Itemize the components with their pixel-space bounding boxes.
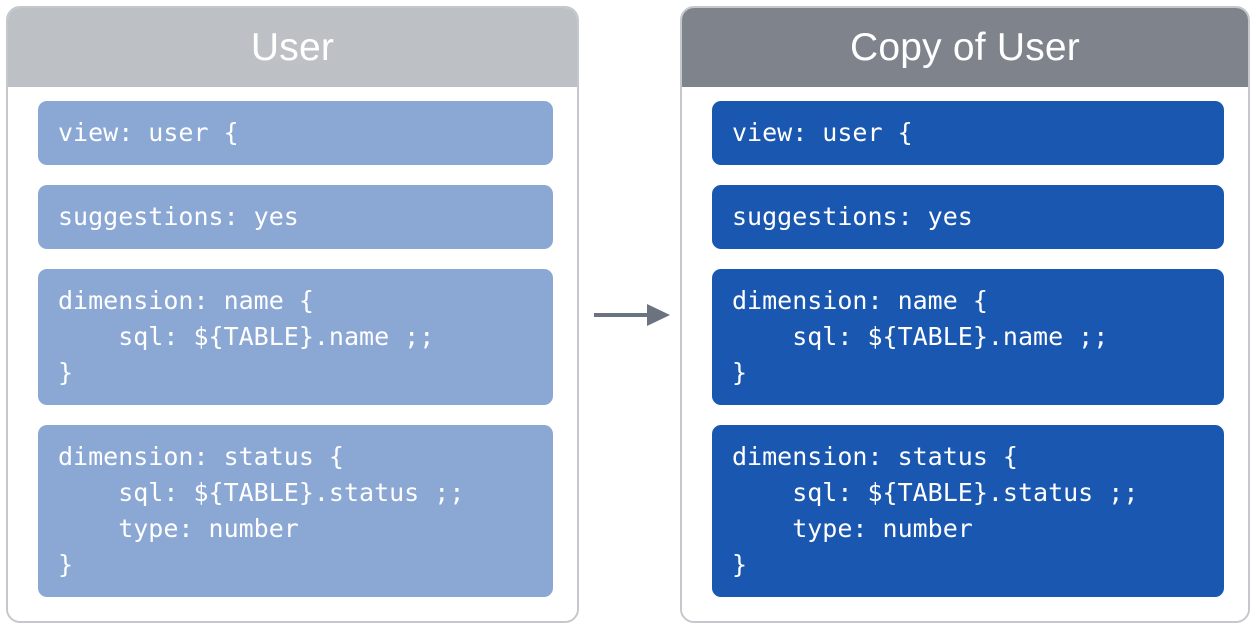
panel-source-body: view: user { suggestions: yes dimension:…	[8, 87, 577, 621]
panel-source-title: User	[250, 26, 335, 69]
code-block-dimension-status: dimension: status { sql: ${TABLE}.status…	[38, 425, 553, 597]
code-block-dimension-name: dimension: name { sql: ${TABLE}.name ;; …	[38, 269, 553, 405]
panel-copy-title: Copy of User	[850, 26, 1080, 69]
panel-source-header: User	[8, 8, 577, 87]
code-block-dimension-status: dimension: status { sql: ${TABLE}.status…	[712, 425, 1224, 597]
code-block-view-declaration: view: user {	[38, 101, 553, 165]
panel-copy-header: Copy of User	[682, 8, 1248, 87]
code-block-view-declaration: view: user {	[712, 101, 1224, 165]
code-block-suggestions-parameter: suggestions: yes	[712, 185, 1224, 249]
code-block-suggestions-parameter: suggestions: yes	[38, 185, 553, 249]
panel-copy-body: view: user { suggestions: yes dimension:…	[682, 87, 1248, 621]
panel-copy-view: Copy of User view: user { suggestions: y…	[680, 6, 1250, 623]
panel-source-view: User view: user { suggestions: yes dimen…	[6, 6, 579, 623]
code-block-dimension-name: dimension: name { sql: ${TABLE}.name ;; …	[712, 269, 1224, 405]
arrow-right-icon	[592, 300, 672, 330]
